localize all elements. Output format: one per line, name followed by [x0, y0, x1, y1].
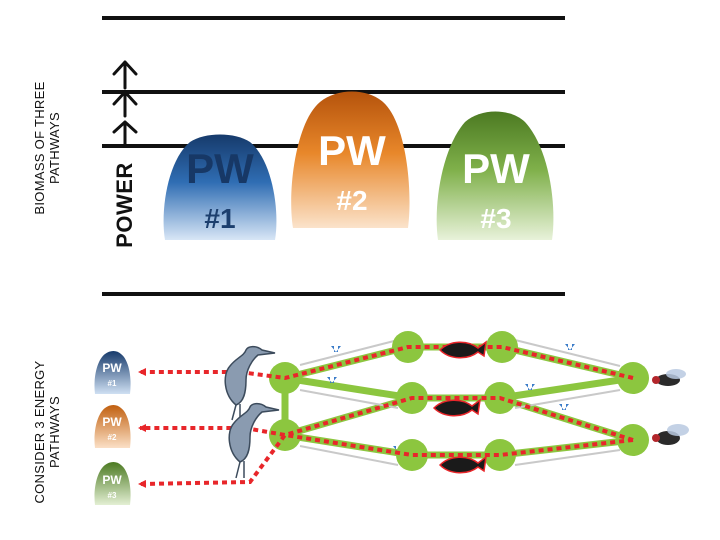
small-pathway-1-abbr: PW: [102, 361, 122, 375]
pathway-1-abbr: PW: [186, 145, 254, 192]
small-pathway-2-number: #2: [108, 433, 117, 442]
food-web-rails: [299, 339, 621, 466]
small-pathway-1: PW #1: [94, 351, 131, 394]
fly-icon: [652, 424, 689, 445]
pathway-3-shape: PW #3: [436, 111, 554, 240]
heron-icon: [224, 345, 276, 421]
pathway-2-abbr: PW: [318, 127, 386, 174]
small-pathway-3-abbr: PW: [102, 473, 122, 487]
energy-pathway-2: [138, 396, 634, 442]
small-pathway-2-abbr: PW: [102, 415, 122, 429]
pathway-3-number: #3: [480, 203, 511, 234]
energy-pathway-arrows: [138, 345, 634, 488]
fish-icon: [432, 398, 481, 417]
small-pathway-1-number: #1: [108, 379, 117, 388]
fish-icon: [438, 455, 487, 474]
energy-pathway-3: [138, 432, 634, 488]
small-pathway-3: PW #3: [94, 462, 131, 505]
small-pathway-3-number: #3: [108, 491, 117, 500]
pathway-1-number: #1: [204, 203, 235, 234]
pathway-2-shape: PW #2: [291, 91, 410, 228]
pathway-1-shape: PW #1: [163, 134, 277, 240]
pathway-2-number: #2: [336, 185, 367, 216]
pathway-3-abbr: PW: [462, 145, 530, 192]
small-pathway-2: PW #2: [94, 405, 131, 448]
heron-icon: [228, 402, 280, 479]
fly-icon: [652, 369, 686, 386]
energy-pathway-1: [138, 345, 634, 381]
fish-icon: [438, 340, 487, 359]
up-arrow-icon: [112, 60, 138, 146]
